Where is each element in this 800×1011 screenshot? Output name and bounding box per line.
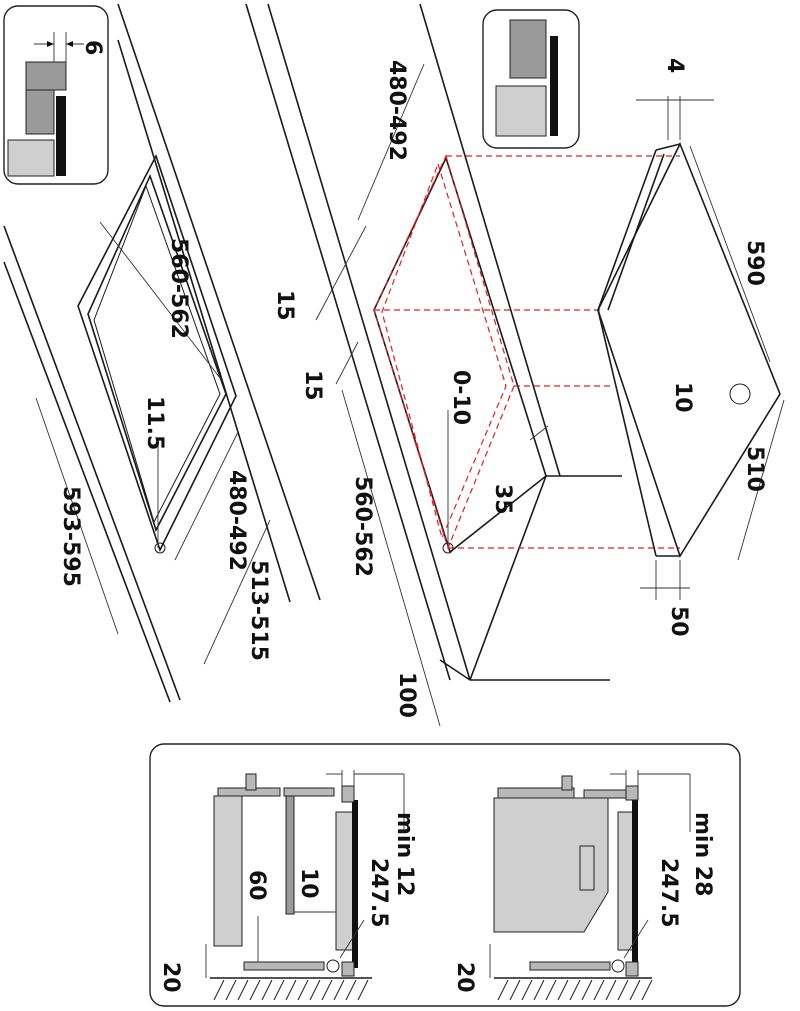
label-10-section: 10	[296, 868, 321, 899]
label-min-12: min 12	[392, 812, 417, 896]
label-560-562-left: 560-562	[166, 238, 191, 339]
countertop-left	[3, 3, 321, 703]
projection-lines	[373, 154, 680, 550]
label-513-515: 513-515	[246, 560, 271, 661]
cross-section-left	[205, 770, 405, 1001]
label-50: 50	[666, 606, 691, 637]
label-min-28: min 28	[690, 812, 715, 896]
cross-section-right	[489, 770, 691, 1001]
label-6: 6	[80, 40, 105, 55]
label-60: 60	[244, 870, 269, 901]
label-247-5-left: 247.5	[366, 858, 391, 928]
label-35: 35	[490, 484, 515, 515]
label-15-a: 15	[272, 290, 297, 321]
label-560-562-middle: 560-562	[350, 476, 375, 577]
label-11-5: 11.5	[142, 396, 167, 450]
floor-hatch-right	[497, 979, 653, 1001]
label-10: 10	[670, 382, 695, 413]
label-4: 4	[662, 58, 687, 73]
inset-top-left	[3, 5, 109, 185]
label-510: 510	[742, 446, 767, 492]
inset-top-middle	[482, 9, 580, 149]
label-20-right: 20	[452, 962, 477, 993]
label-480-492-top: 480-492	[384, 60, 409, 161]
label-100: 100	[394, 672, 419, 718]
floor-hatch-left	[213, 979, 369, 1001]
label-15-b: 15	[300, 370, 325, 401]
hob-unit	[597, 96, 785, 600]
cutout-left	[35, 153, 271, 665]
label-247-5-right: 247.5	[656, 858, 681, 928]
label-20-left: 20	[158, 962, 183, 993]
label-0-10: 0-10	[448, 370, 473, 425]
label-480-492-left: 480-492	[224, 470, 249, 571]
label-593-595: 593-595	[58, 486, 83, 587]
label-590: 590	[742, 240, 767, 286]
cross-section-panel	[149, 743, 741, 1007]
